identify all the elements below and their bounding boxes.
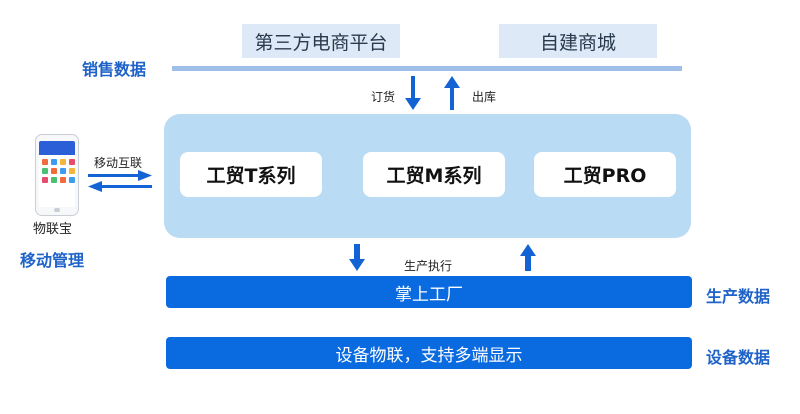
device-data-label: 设备数据 bbox=[706, 348, 771, 367]
phone-app-grid bbox=[39, 155, 75, 187]
production-down-arrow-icon bbox=[349, 244, 365, 271]
mobile-management-label: 移动管理 bbox=[20, 251, 85, 270]
order-label: 订货 bbox=[371, 90, 396, 104]
production-execution-label: 生产执行 bbox=[404, 259, 453, 273]
sales-data-label: 销售数据 bbox=[82, 60, 147, 79]
outbound-label: 出库 bbox=[472, 90, 497, 104]
production-data-label: 生产数据 bbox=[706, 287, 771, 306]
sales-line bbox=[172, 66, 682, 71]
phone-header-bar bbox=[39, 141, 75, 155]
series-m-box: 工贸M系列 bbox=[363, 152, 505, 197]
app-name-label: 物联宝 bbox=[33, 222, 73, 237]
production-up-arrow-icon bbox=[520, 244, 536, 271]
iot-bar: 设备物联，支持多端显示 bbox=[166, 337, 692, 369]
platform-pill-own-mall: 自建商城 bbox=[499, 24, 657, 58]
mobile-interconnect-label: 移动互联 bbox=[94, 156, 143, 170]
phone-screen bbox=[39, 141, 75, 207]
phone-home-button bbox=[54, 208, 60, 212]
outbound-up-arrow-icon bbox=[444, 76, 460, 110]
bidirectional-arrows-icon bbox=[88, 170, 152, 192]
series-t-box: 工贸T系列 bbox=[180, 152, 322, 197]
phone-mockup bbox=[35, 134, 79, 216]
factory-bar: 掌上工厂 bbox=[166, 276, 692, 308]
series-pro-box: 工贸PRO bbox=[534, 152, 676, 197]
platform-pill-third-party: 第三方电商平台 bbox=[242, 24, 400, 58]
order-down-arrow-icon bbox=[405, 76, 421, 110]
